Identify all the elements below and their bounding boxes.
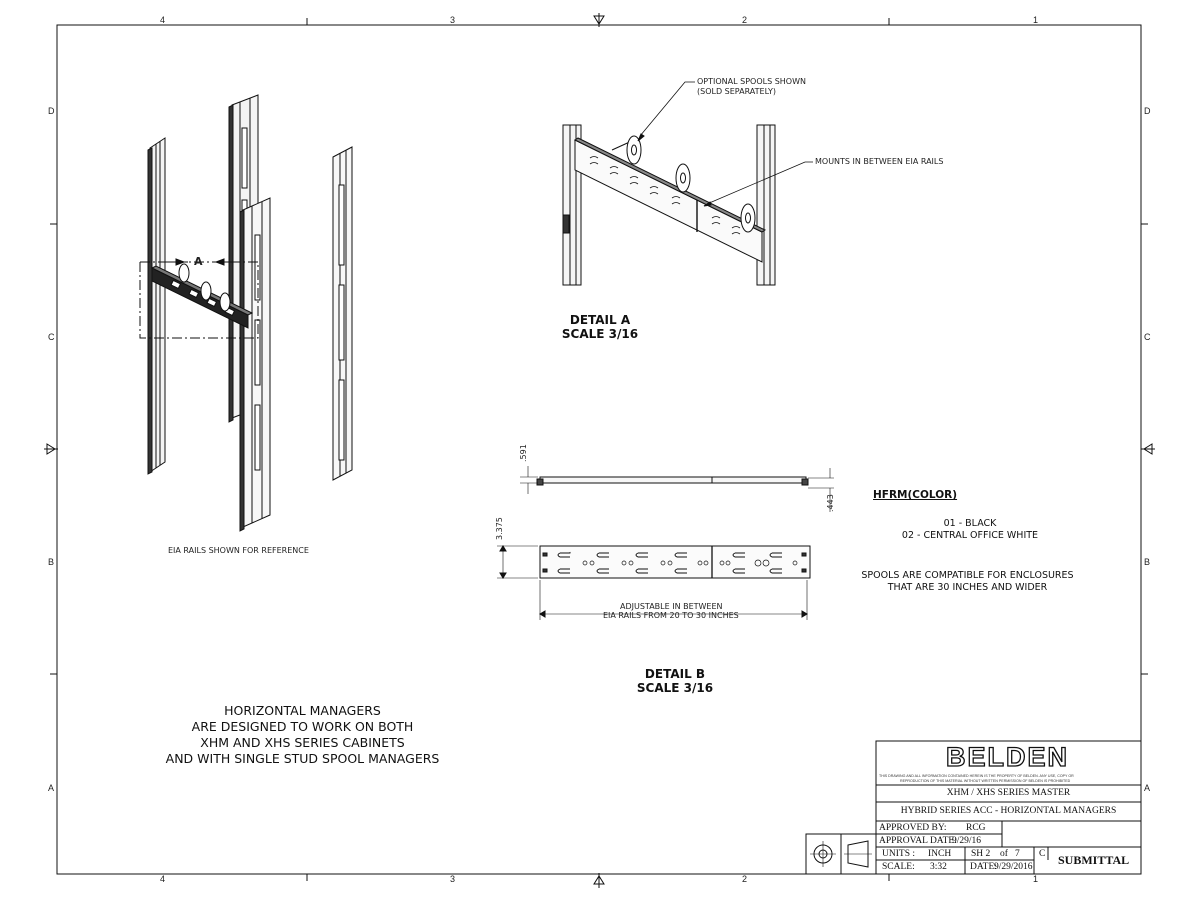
detail-a-manager (574, 137, 766, 263)
zone-row-b-right: B (1144, 557, 1151, 567)
revision-letter: C (1039, 849, 1046, 859)
detail-b-scale: SCALE 3/16 (636, 681, 714, 695)
zone-col-1-top: 1 (1033, 15, 1039, 25)
spool-note-line-2: THAT ARE 30 INCHES AND WIDER (887, 582, 1048, 593)
approval-date-value: 9/29/16 (952, 836, 982, 846)
sheet-of: of (1000, 849, 1008, 859)
eia-rail-left (147, 137, 166, 475)
detail-b-title-block: DETAIL B SCALE 3/16 (605, 667, 745, 695)
zone-row-d-left: D (48, 106, 55, 116)
zone-row-c-left: C (48, 332, 55, 342)
zone-row-a-left: A (48, 783, 55, 793)
horizontal-manager-iso (150, 263, 254, 329)
zone-col-3-bottom: 3 (450, 874, 456, 884)
zone-row-c-right: C (1144, 332, 1151, 342)
approved-by-value: RCG (966, 823, 986, 833)
detail-a-spools (611, 135, 756, 233)
color-option-black: 01 - BLACK (943, 518, 997, 529)
date-label: DATE: (970, 862, 997, 872)
detail-b-top-view (520, 466, 834, 512)
detail-a-callout-spools-1: OPTIONAL SPOOLS SHOWN (697, 77, 806, 86)
adjust-note-2: EIA RAILS FROM 20 TO 30 INCHES (603, 611, 739, 620)
zone-row-b-left: B (48, 557, 55, 567)
detail-a-callout-spools-2: (SOLD SEPARATELY) (697, 87, 777, 96)
sheet-total: 7 (1015, 849, 1020, 859)
color-option-white: 02 - CENTRAL OFFICE WHITE (901, 530, 1039, 541)
belden-logo: BELDEN (945, 741, 1069, 772)
units-label: UNITS : (882, 849, 915, 859)
detail-a-callout-mount: MOUNTS IN BETWEEN EIA RAILS (815, 157, 944, 166)
eia-rail-right (332, 146, 353, 481)
zone-col-4-top: 4 (160, 15, 166, 25)
date-value: 9/29/2016 (994, 862, 1033, 872)
section-a-label: A (194, 255, 203, 268)
design-note-line-3: XHM AND XHS SERIES CABINETS (200, 735, 405, 750)
spool-compatibility-note: SPOOLS ARE COMPATIBLE FOR ENCLOSURES THA… (845, 570, 1090, 594)
spool-note-line-1: SPOOLS ARE COMPATIBLE FOR ENCLOSURES (861, 570, 1074, 581)
detail-b-title: DETAIL B (644, 667, 706, 681)
zone-col-2-top: 2 (742, 15, 748, 25)
approved-by-label: APPROVED BY: (879, 823, 947, 833)
sheet-label: SH 2 (971, 849, 991, 859)
color-options-title: HFRM(COLOR) (873, 489, 958, 501)
disclaimer-line-1: THIS DRAWING AND ALL INFORMATION CONTAIN… (879, 774, 1074, 778)
zone-col-4-bottom: 4 (160, 874, 166, 884)
rails-reference-caption: EIA RAILS SHOWN FOR REFERENCE (168, 546, 309, 555)
detail-a-scale: SCALE 3/16 (561, 327, 639, 341)
design-note-line-1: HORIZONTAL MANAGERS (224, 703, 381, 718)
zone-col-1-bottom: 1 (1033, 874, 1039, 884)
detail-a-title: DETAIL A (569, 313, 631, 327)
drawing-description: HYBRID SERIES ACC - HORIZONTAL MANAGERS (900, 806, 1117, 816)
scale-value: 3:32 (930, 862, 947, 872)
zone-col-3-top: 3 (450, 15, 456, 25)
detail-a-title-block: DETAIL A SCALE 3/16 (530, 313, 670, 341)
detail-b-front-view (497, 545, 811, 620)
design-note-line-4: AND WITH SINGLE STUD SPOOL MANAGERS (165, 751, 440, 766)
status-submittal: SUBMITTAL (1058, 853, 1130, 867)
adjust-note-1: ADJUSTABLE IN BETWEEN (620, 602, 723, 611)
scale-label: SCALE: (882, 862, 915, 872)
units-value: INCH (928, 849, 952, 859)
design-note: HORIZONTAL MANAGERS ARE DESIGNED TO WORK… (160, 703, 445, 767)
eia-rail-center-front (239, 197, 271, 532)
approval-date-label: APPROVAL DATE: (879, 836, 957, 846)
zone-row-d-right: D (1144, 106, 1151, 116)
zone-col-2-bottom: 2 (742, 874, 748, 884)
disclaimer-line-2: REPRODUCTION OF THIS MATERIAL WITHOUT WR… (900, 779, 1071, 783)
series-name: XHM / XHS SERIES MASTER (946, 788, 1071, 798)
design-note-line-2: ARE DESIGNED TO WORK ON BOTH (191, 719, 414, 734)
zone-row-a-right: A (1144, 783, 1151, 793)
